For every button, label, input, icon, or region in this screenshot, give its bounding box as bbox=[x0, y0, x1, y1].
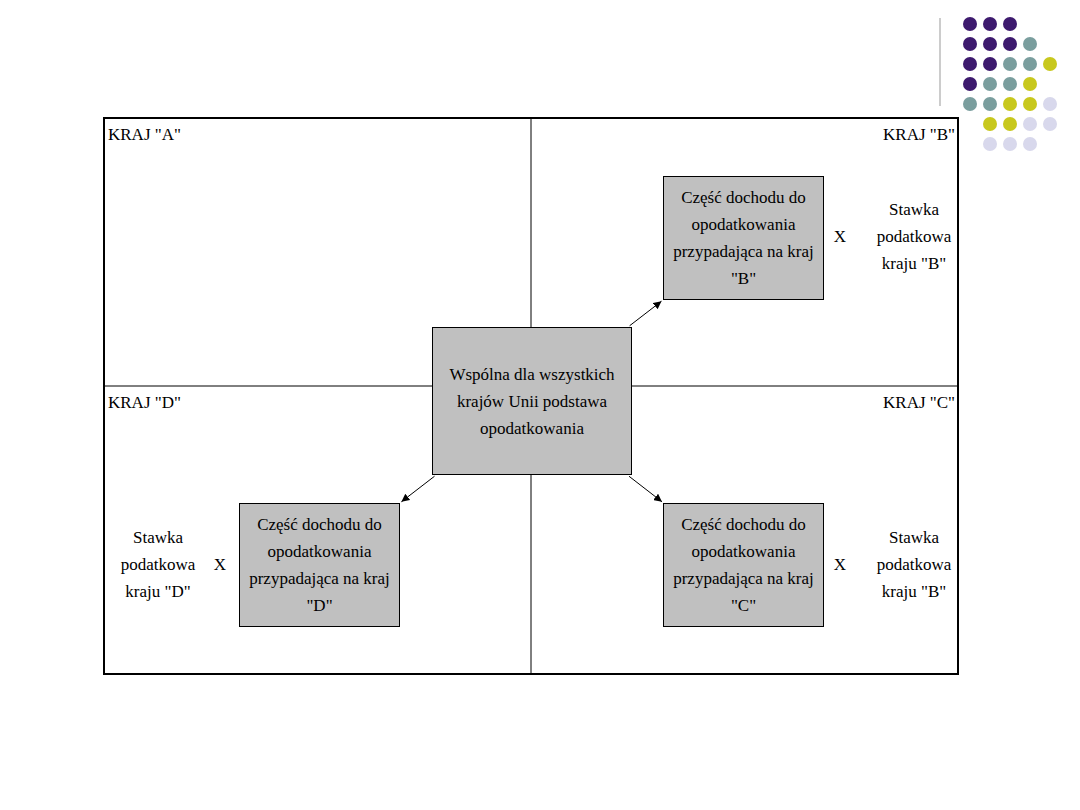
country-label: KRAJ "A" bbox=[108, 121, 308, 148]
outer-frame bbox=[104, 118, 958, 674]
corner-dot bbox=[983, 117, 997, 131]
corner-dot bbox=[1003, 37, 1017, 51]
share-box: Część dochodu do opodatkowania przypadaj… bbox=[663, 176, 824, 300]
corner-dot bbox=[1023, 77, 1037, 91]
corner-dot bbox=[1023, 37, 1037, 51]
corner-dot bbox=[983, 57, 997, 71]
box-text: Część dochodu do opodatkowania przypadaj… bbox=[672, 184, 815, 292]
corner-dot bbox=[1023, 117, 1037, 131]
tax-rate-label: Stawka podatkowa kraju "B" bbox=[868, 196, 960, 277]
arrow-connector bbox=[401, 476, 434, 502]
corner-dot bbox=[1043, 117, 1057, 131]
corner-dot bbox=[963, 57, 977, 71]
corner-dot bbox=[1043, 97, 1057, 111]
tax-base-box: Wspólna dla wszystkich krajów Unii podst… bbox=[432, 327, 632, 475]
arrow-connector bbox=[630, 301, 662, 326]
country-label: KRAJ "C" bbox=[755, 389, 955, 416]
corner-dot bbox=[983, 37, 997, 51]
box-text: Część dochodu do opodatkowania przypadaj… bbox=[672, 511, 815, 619]
tax-rate-label: Stawka podatkowa kraju "B" bbox=[868, 524, 960, 605]
corner-dot bbox=[963, 77, 977, 91]
corner-dot bbox=[983, 97, 997, 111]
corner-dot bbox=[983, 17, 997, 31]
corner-dot bbox=[983, 77, 997, 91]
corner-dot bbox=[1003, 137, 1017, 151]
corner-rule bbox=[940, 18, 941, 106]
corner-dot bbox=[1023, 97, 1037, 111]
tax-rate-label: Stawka podatkowa kraju "D" bbox=[112, 524, 204, 605]
box-text: Część dochodu do opodatkowania przypadaj… bbox=[248, 511, 391, 619]
corner-dot bbox=[963, 17, 977, 31]
corner-dot bbox=[1023, 57, 1037, 71]
corner-dot bbox=[963, 97, 977, 111]
multiply-sign: X bbox=[208, 551, 232, 578]
corner-dot bbox=[1003, 117, 1017, 131]
corner-dot bbox=[1003, 57, 1017, 71]
corner-dot bbox=[1043, 57, 1057, 71]
country-label: KRAJ "D" bbox=[108, 389, 308, 416]
box-text: Wspólna dla wszystkich krajów Unii podst… bbox=[441, 361, 623, 442]
corner-dots bbox=[963, 17, 1057, 151]
country-label: KRAJ "B" bbox=[755, 121, 955, 148]
corner-dot bbox=[1003, 17, 1017, 31]
share-box: Część dochodu do opodatkowania przypadaj… bbox=[663, 503, 824, 627]
share-box: Część dochodu do opodatkowania przypadaj… bbox=[239, 503, 400, 627]
corner-dot bbox=[963, 37, 977, 51]
arrow-connector bbox=[629, 476, 662, 502]
corner-dot bbox=[1003, 97, 1017, 111]
corner-dot bbox=[1023, 137, 1037, 151]
corner-dot bbox=[1003, 77, 1017, 91]
multiply-sign: X bbox=[828, 223, 852, 250]
corner-dot bbox=[983, 137, 997, 151]
multiply-sign: X bbox=[828, 551, 852, 578]
